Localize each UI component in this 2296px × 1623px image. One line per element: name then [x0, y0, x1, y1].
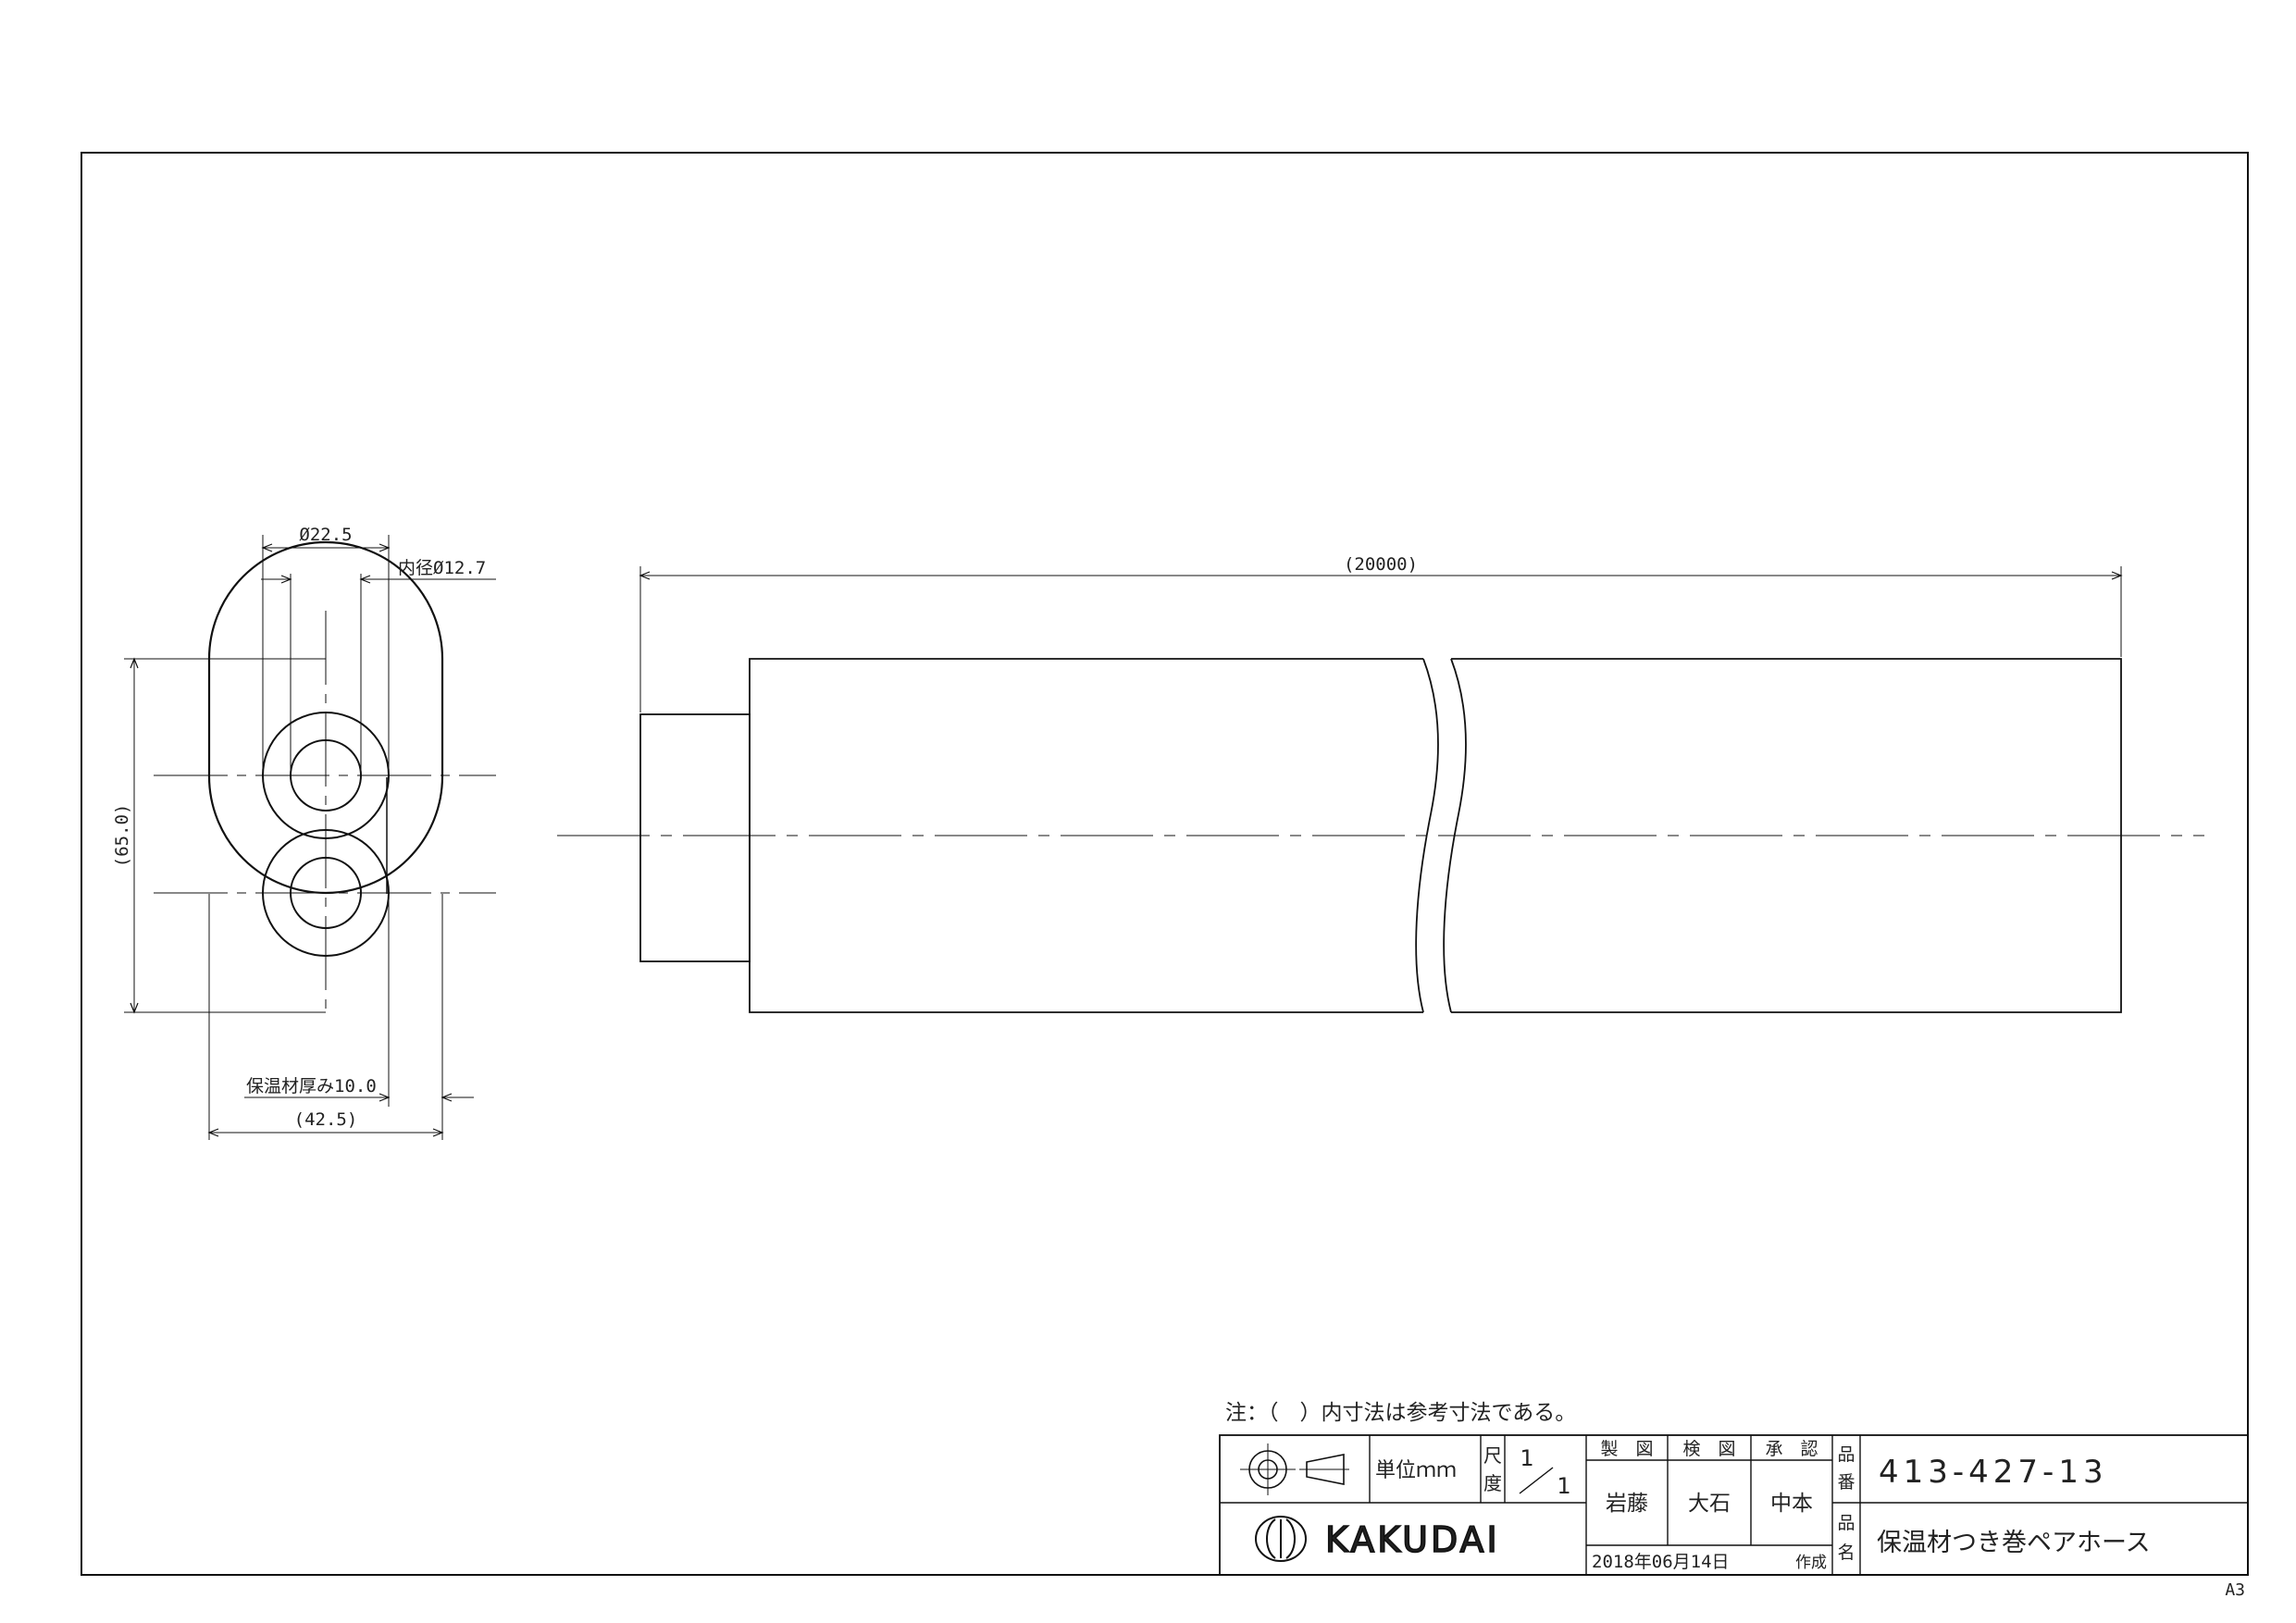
- created-label: 作成: [1795, 1554, 1827, 1572]
- checked-by: 大石: [1688, 1492, 1731, 1516]
- scale-slash: [1519, 1467, 1554, 1494]
- scale-label-top: 尺: [1483, 1444, 1502, 1467]
- scale-numerator: 1: [1520, 1445, 1533, 1471]
- hose-fitting-end: [639, 713, 751, 962]
- drawn-by: 岩藤: [1606, 1492, 1648, 1516]
- drawn-label: 製 図: [1600, 1439, 1653, 1459]
- drawing-frame: [81, 152, 2249, 1576]
- cross-section-view: Ø22.5 内径Ø12.7 (65.0) 保温材厚み10.0 (42.5): [112, 525, 496, 1140]
- company-name: KAKUDAI: [1325, 1519, 1500, 1560]
- unit-label: 単位ｍｍ: [1375, 1459, 1457, 1482]
- part-no-label-bottom: 番: [1837, 1472, 1855, 1493]
- side-view: (20000): [557, 554, 2204, 1013]
- part-number: 413-427-13: [1879, 1454, 2108, 1491]
- part-name: 保温材つき巻ペアホース: [1877, 1529, 2151, 1557]
- dim-tube-od: Ø22.5: [299, 525, 352, 545]
- title-block: 単位ｍｍ 尺 度 1 1 製 図 検 図 承 認 岩藤 大石 中本 2018年0…: [1219, 1434, 2249, 1576]
- drawing-date: 2018年06月14日: [1592, 1552, 1730, 1572]
- approved-label: 承 認: [1765, 1439, 1818, 1459]
- part-name-label-bottom: 名: [1837, 1542, 1855, 1563]
- kakudai-logo-icon: [1255, 1516, 1307, 1562]
- insulation-outline: [207, 540, 444, 895]
- sheet-size: A3: [2225, 1580, 2245, 1600]
- scale-label-bottom: 度: [1483, 1472, 1502, 1494]
- approved-by: 中本: [1770, 1492, 1813, 1516]
- dim-length: (20000): [1344, 554, 1418, 575]
- dim-width: (42.5): [294, 1109, 358, 1130]
- part-name-label-top: 品: [1837, 1513, 1855, 1533]
- dim-insulation-thickness: 保温材厚み10.0: [246, 1076, 377, 1096]
- dim-tube-id: 内径Ø12.7: [398, 558, 486, 578]
- scale-denominator: 1: [1557, 1473, 1570, 1499]
- dim-height: (65.0): [112, 804, 132, 868]
- third-angle-projection-icon: [1240, 1443, 1349, 1495]
- reference-dimension-note: 注：（ ）内寸法は参考寸法である。: [1225, 1401, 1576, 1425]
- break-line-left: [1415, 658, 1439, 1013]
- part-no-label-top: 品: [1837, 1444, 1855, 1465]
- break-line-right: [1443, 658, 1467, 1013]
- checked-label: 検 図: [1682, 1439, 1735, 1459]
